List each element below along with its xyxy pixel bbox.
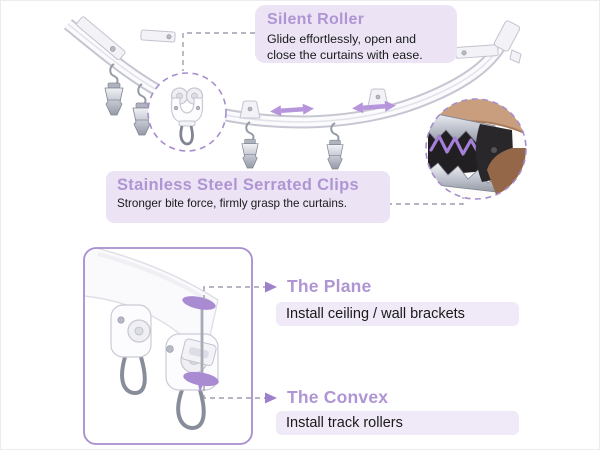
convex-arrow <box>203 386 277 404</box>
slide-arrow <box>352 100 396 114</box>
curtain-clip <box>326 122 344 170</box>
clip-zoom-circle <box>425 98 527 200</box>
zigzag-grip-icon <box>429 134 481 156</box>
track-closeup-box <box>83 247 253 445</box>
silent-roller-callout: Silent Roller Glide effortlessly, open a… <box>255 5 457 63</box>
right-end-cap <box>493 20 521 52</box>
roller-carriage <box>110 304 152 396</box>
left-end-bracket <box>76 16 126 61</box>
convex-highlight <box>183 371 219 387</box>
convex-channel <box>181 338 217 366</box>
plane-description: Install ceiling / wall brackets <box>276 302 519 326</box>
plane-title: The Plane <box>287 276 372 296</box>
plane-arrow <box>203 281 277 300</box>
right-wall-bracket <box>455 44 499 59</box>
convex-description: Install track rollers <box>276 411 519 435</box>
left-wall-bracket <box>140 29 176 43</box>
right-flange <box>509 49 522 64</box>
curtain-track-illustration <box>63 16 522 170</box>
serrated-clips-desc: Stronger bite force, firmly grasp the cu… <box>117 197 347 210</box>
convex-title: The Convex <box>287 387 389 407</box>
ceiling-bracket <box>239 100 261 119</box>
roller-zoom-circle <box>147 72 227 152</box>
silent-roller-icon <box>170 87 204 146</box>
silent-roller-desc: Glide effortlessly, open and close the c… <box>267 32 423 63</box>
clips-connector <box>390 194 464 205</box>
curtain-clip <box>132 83 152 136</box>
ceiling-bracket <box>367 88 389 107</box>
silent-roller-connector <box>182 32 255 71</box>
plane-highlight <box>182 296 216 310</box>
silent-roller-title: Silent Roller <box>267 11 365 28</box>
curtain-clip <box>104 63 124 116</box>
serrated-clips-callout: Stainless Steel Serrated Clips Stronger … <box>106 171 390 223</box>
serrated-clips-title: Stainless Steel Serrated Clips <box>117 176 359 194</box>
slide-arrow <box>270 103 314 117</box>
curtain-clip <box>241 121 259 169</box>
serrated-clip-photo <box>426 99 526 199</box>
